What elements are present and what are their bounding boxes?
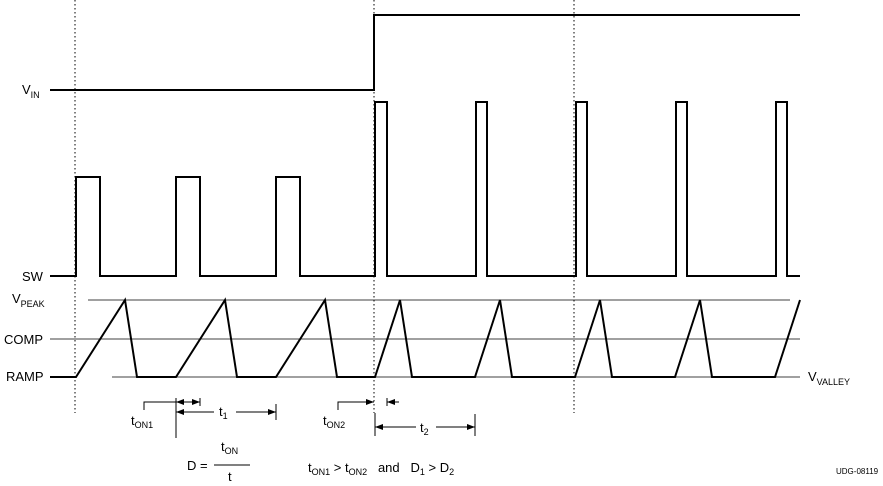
ton1-bracket: [143, 401, 176, 410]
sw-waveform: [50, 101, 800, 277]
t1-arrow-left: [176, 409, 184, 415]
vin-label: VIN: [22, 82, 40, 100]
t1-label-bg: [214, 402, 236, 418]
vvalley-label: VVALLEY: [808, 369, 850, 387]
ton2-arrow-right: [387, 399, 395, 405]
vpeak-label: VPEAK: [12, 291, 45, 309]
t2-label: t2: [420, 420, 429, 437]
t2-label-bg: [416, 418, 436, 434]
ton2-bracket: [337, 401, 374, 410]
ton2-arrow-left: [366, 399, 374, 405]
t2-arrow-right: [467, 424, 475, 430]
ramp-label: RAMP: [6, 369, 44, 384]
fraction-numerator: tON: [221, 439, 238, 456]
ton1-label: tON1: [131, 413, 153, 430]
ton1-arrow-right: [192, 399, 200, 405]
comp-label: COMP: [4, 332, 43, 347]
vin-waveform: [50, 14, 800, 91]
t2-arrow-left: [375, 424, 383, 430]
ton2-label: tON2: [323, 413, 345, 430]
figure-id: UDG-08119: [836, 467, 879, 476]
duty-eq-label: D =: [187, 458, 208, 473]
relation-text: tON1 > tON2 and D1 > D2: [308, 460, 454, 477]
sw-label: SW: [22, 269, 44, 284]
t1-label: t1: [219, 404, 228, 421]
ramp-waveform: [50, 297, 801, 378]
ton1-arrow-left: [176, 399, 184, 405]
fraction-denominator: t: [228, 469, 232, 484]
t1-arrow-right: [268, 409, 276, 415]
